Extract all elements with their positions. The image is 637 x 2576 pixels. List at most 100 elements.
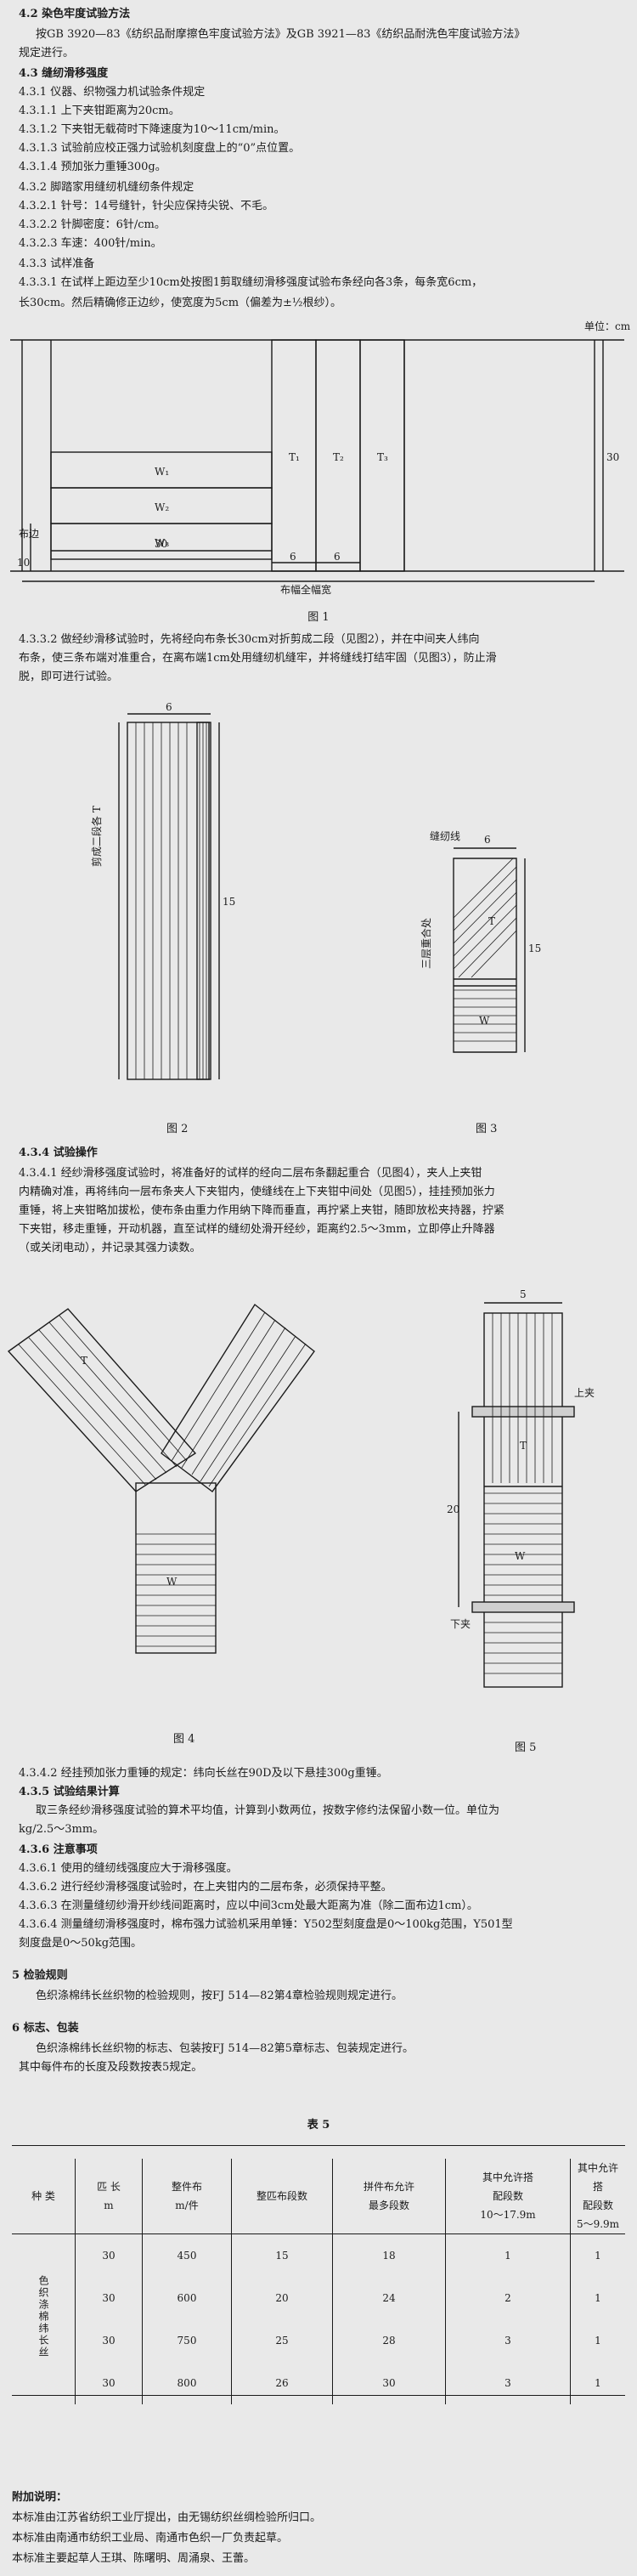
figure-2-dim-6: 6 [166, 701, 172, 713]
table-cell: 30 [75, 2319, 143, 2362]
table-cell: 1 [570, 2277, 625, 2319]
appendix-line-1: 本标准由江苏省纺织工业厅提出，由无锡纺织丝绸检验所归口。 [12, 2511, 322, 2524]
figure-3-w-label: W [479, 1015, 490, 1027]
table-row: 30 600 20 24 2 1 [12, 2277, 625, 2319]
figure-1-dim-6a: 6 [290, 551, 296, 563]
table-row: 30 750 25 28 3 1 [12, 2319, 625, 2362]
figure-5-caption: 图 5 [515, 1741, 537, 1754]
figure-5-dim-20: 20 [447, 1503, 459, 1515]
table-cell: 25 [231, 2319, 333, 2362]
figure-3-dim-15: 15 [528, 943, 541, 954]
section-4-3-1-2: 4.3.1.2 下夹钳无载荷时下降速度为10～11cm/min。 [19, 123, 285, 136]
figure-1-edge-label: 布边 [19, 528, 39, 540]
table-cell: 1 [445, 2233, 571, 2277]
table-cell: 450 [142, 2233, 232, 2277]
figure-1-unit: 单位：cm [584, 320, 631, 332]
figure-1-caption: 图 1 [307, 611, 330, 624]
table-cell: 15 [231, 2233, 333, 2277]
section-4-2-body-2: 规定进行。 [19, 47, 75, 59]
table-cell: 20 [231, 2277, 333, 2319]
para-4-3-5-line1: 取三条经纱滑移强度试验的算术平均值，计算到小数两位，按数字修约法保留小数一位。单… [36, 1804, 500, 1817]
figure-4-t-label: T [81, 1355, 87, 1367]
section-4-3-6-title: 4.3.6 注意事项 [19, 1843, 98, 1856]
para-4-3-5-line2: kg/2.5～3mm。 [19, 1823, 104, 1836]
table-cell: 1 [570, 2362, 625, 2404]
appendix-title: 附加说明： [12, 2491, 68, 2504]
section-4-3-3-1-line1: 4.3.3.1 在试样上距边至少10cm处按图1剪取缝纫滑移强度试验布条经向各3… [19, 276, 483, 289]
figure-5-w-label: W [515, 1550, 526, 1562]
appendix-line-3: 本标准主要起草人王琪、陈曙明、周涌泉、王蕾。 [12, 2552, 256, 2565]
section-4-3-1-1: 4.3.1.1 上下夹钳距离为20cm。 [19, 105, 180, 117]
para-4-3-6-2: 4.3.6.2 进行经纱滑移强度试验时，在上夹钳内的二层布条，必须保持平整。 [19, 1881, 392, 1894]
section-6-title: 6 标志、包装 [12, 2022, 79, 2035]
table-5-caption: 表 5 [307, 2119, 330, 2132]
table-row: 色织涤棉纬长丝 30 450 15 18 1 1 [12, 2233, 625, 2358]
section-4-3-title: 4.3 缝纫滑移强度 [19, 67, 109, 80]
figure-1-w1: W₁ [155, 466, 169, 478]
figure-1-diagram: 单位：cm W₁ W₂ W₃ T₁ T₂ T₃ 布边 10 30 6 6 30 [10, 320, 631, 596]
table-cell: 30 [332, 2362, 446, 2404]
figure-2-side-label: 剪成二段各 T [90, 806, 103, 867]
figure-5-bottom-clamp: 下夹 [450, 1618, 471, 1630]
para-4-3-4-1-line3: 重锤，将上夹钳略加拔松，使布条由重力作用纳下降而垂直，再拧紧上夹钳，随即放松夹持… [19, 1204, 505, 1217]
table-cell: 30 [75, 2233, 143, 2277]
para-4-3-4-1-line1: 4.3.4.1 经纱滑移强度试验时，将准备好的试样的经向二层布条翻起重合（见图4… [19, 1167, 482, 1180]
figure-5-t-label: T [520, 1440, 527, 1452]
figure-1-t1: T₁ [289, 451, 300, 463]
appendix-line-2: 本标准由南通市纺织工业局、南通市色织一厂负责起草。 [12, 2532, 289, 2545]
table-5-header: 整件布 m/件 [142, 2159, 232, 2234]
figure-2-dim-15: 15 [223, 896, 235, 908]
section-4-2-title: 4.2 染色牢度试验方法 [19, 8, 131, 20]
figure-4-caption: 图 4 [173, 1733, 195, 1746]
para-4-3-3-2-line1: 4.3.3.2 做经纱滑移试验时，先将经向布条长30cm对折剪成二段（见图2），… [19, 633, 480, 646]
figure-1-w2: W₂ [155, 501, 169, 513]
para-4-3-4-1-line4: 下夹钳，移走重锤，开动机器，直至试样的缝纫处滑开经纱，距离约2.5～3mm，立即… [19, 1223, 495, 1236]
figure-1-t3: T₃ [377, 451, 388, 463]
table-cell: 800 [142, 2362, 232, 2404]
table-5-header: 整匹布段数 [231, 2159, 333, 2234]
para-4-3-6-4-line1: 4.3.6.4 测量缝纫滑移强度时，棉布强力试验机采用单锤：Y502型刻度盘是0… [19, 1918, 513, 1931]
figure-5-top-clamp: 上夹 [574, 1387, 595, 1399]
para-4-3-4-1-line5: （或关闭电动），并记录其强力读数。 [19, 1242, 201, 1254]
table-5-header: 拼件布允许 最多段数 [332, 2159, 446, 2234]
table-cell: 750 [142, 2319, 232, 2362]
section-4-3-1-3: 4.3.1.3 试验前应校正强力试验机刻度盘上的“0”点位置。 [19, 142, 301, 155]
section-6-body-2: 其中每件布的长度及段数按表5规定。 [19, 2061, 203, 2074]
section-4-3-2-2: 4.3.2.2 针脚密度：6针/cm。 [19, 218, 166, 231]
table-cell: 30 [75, 2277, 143, 2319]
section-5-title: 5 检验规则 [12, 1969, 68, 1982]
table-cell: 600 [142, 2277, 232, 2319]
table-5-bottom-rule [12, 2395, 625, 2396]
table-5-top-rule [12, 2145, 625, 2146]
figure-1-t2: T₂ [333, 451, 344, 463]
table-cell: 3 [445, 2319, 571, 2362]
section-5-body: 色织涤棉纬长丝织物的检验规则，按FJ 514—82第4章检验规则规定进行。 [36, 1990, 403, 2002]
section-4-2-body-1: 按GB 3920—83《纺织品耐摩擦色牢度试验方法》及GB 3921—83《纺织… [36, 28, 526, 41]
figure-4-5-diagram: T W 5 上夹 下夹 20 T W [7, 1288, 595, 1688]
table-cell: 24 [332, 2277, 446, 2319]
figure-3-caption: 图 3 [476, 1123, 498, 1135]
figure-1-w3: W₃ [155, 537, 169, 549]
figure-3-t-label: T [488, 915, 495, 927]
figure-3-dim-6: 6 [484, 834, 491, 846]
figure-5-dim-5: 5 [520, 1288, 527, 1300]
section-6-body-1: 色织涤棉纬长丝织物的标志、包装按FJ 514—82第5章标志、包装规定进行。 [36, 2042, 414, 2055]
para-4-3-6-1: 4.3.6.1 使用的缝纫线强度应大于滑移强度。 [19, 1862, 238, 1875]
table-5: 种 类 匹 长 m 整件布 m/件 整匹布段数 拼件布允许 最多段数 其中允许搭… [12, 2159, 625, 2404]
section-4-3-2-1: 4.3.2.1 针号：14号缝针，针尖应保持尖锐、不毛。 [19, 200, 274, 212]
para-4-3-4-2: 4.3.4.2 经挂预加张力重锤的规定：纬向长丝在90D及以下悬挂300g重锤。 [19, 1767, 388, 1780]
figure-4-w-label: W [166, 1576, 178, 1588]
table-cell: 26 [231, 2362, 333, 2404]
table-cell: 1 [570, 2319, 625, 2362]
para-4-3-3-2-line3: 脱，即可进行试验。 [19, 671, 119, 683]
section-4-3-1: 4.3.1 仪器、织物强力机试验条件规定 [19, 86, 206, 99]
section-4-3-5-title: 4.3.5 试验结果计算 [19, 1786, 120, 1798]
table-cell: 30 [75, 2362, 143, 2404]
figure-1-dim-10: 10 [17, 557, 30, 569]
section-4-3-2: 4.3.2 脚踏家用缝纫机缝纫条件规定 [19, 181, 194, 194]
section-4-3-3-1-line2: 长30cm。然后精确修正边纱，使宽度为5cm（偏差为±½根纱）。 [19, 297, 342, 309]
table-5-header: 其中允许搭 配段数 10～17.9m [445, 2159, 571, 2234]
figure-3-side-label: 三层重合处 [420, 918, 432, 969]
figure-1-dim-6b: 6 [334, 551, 341, 563]
